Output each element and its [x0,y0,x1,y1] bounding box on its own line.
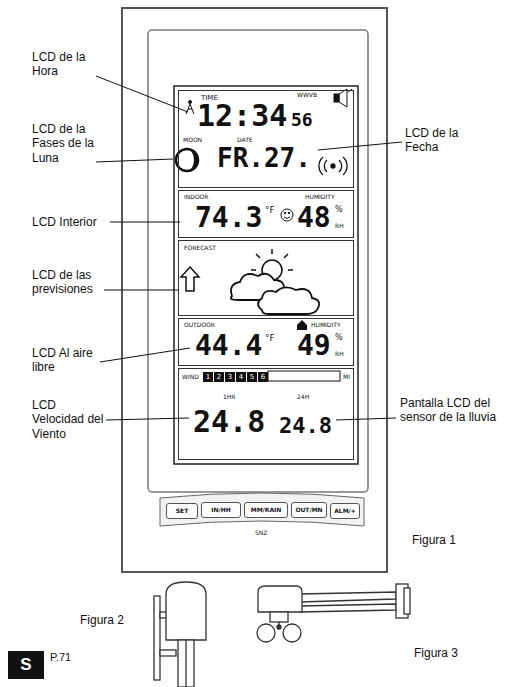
wind-level-cell: 6 [258,372,268,382]
unit-label: °F [265,334,275,343]
unit-label: RH [335,223,344,229]
figure-label: Figura 3 [414,646,458,660]
callout-label: LCD Al aire libre [32,346,102,375]
rain-digits: 24.8 [279,415,332,437]
callout-label: LCD Velocidad del Viento [32,398,108,441]
outdoor-section: OUTDOOR HUMIDITY 44.4°F 49% RH [178,318,354,366]
button-label: ALM/+ [334,508,356,514]
field-label: OUTDOOR [184,322,215,328]
field-label: FORECAST [184,245,216,251]
unit-label: MI [343,374,350,380]
temperature-digits: 74.3 [195,204,262,232]
field-label: DATE [237,137,253,143]
button-label: IN/HH [211,507,231,513]
humidity-digits: 48 [297,204,331,232]
comfort-icon [281,209,293,221]
button-strip [160,493,364,526]
page-number: P.71 [50,651,71,664]
indoor-section: INDOOR HUMIDITY 74.3°F 48% RH [178,190,354,238]
callout-label: LCD de la Fases de la Luna [32,122,96,165]
callout-label: LCD de la Fecha [405,126,477,155]
trend-arrow [181,267,199,291]
field-label: 24H [297,394,309,400]
button-label: SNZ [255,529,267,536]
callout-label: LCD Interior [32,215,122,229]
temperature-digits: 44.4 [195,332,262,360]
callout-label: LCD de las previsiones [32,268,110,297]
unit-label: % [335,206,343,214]
time-digits: 12:34 [197,101,287,131]
wind-level-cell: 5 [247,372,257,382]
wind-bar [268,371,340,381]
field-label: INDOOR [184,194,209,200]
wind-speed-digits: 24.8 [193,407,265,437]
button-label: SET [176,508,189,514]
wind-sensor [257,584,410,642]
field-label: 1HR [223,394,236,400]
date-digits: FR.27. [217,145,311,171]
button-label: OUT/MN [295,507,322,513]
speaker-icon [334,89,352,107]
unit-label: % [335,334,343,342]
button: ALM/+ [330,503,360,519]
button-label: MM/RAIN [251,507,282,513]
field-label: HUMIDITY [305,194,335,200]
unit-label: °F [265,206,275,215]
wind-level-cell: 3 [225,372,235,382]
seconds-digits: 56 [291,111,313,129]
lcd-screen [174,86,358,464]
field-label: MOON [183,137,202,143]
figure-label: Figura 1 [412,533,456,547]
time-date-section: TIMEWWVB12:3456MOONDATEFR.27. [178,90,354,188]
figure-label: Figura 2 [80,613,124,627]
forecast-section: FORECAST [178,240,354,316]
button: IN/HH [201,502,241,518]
wind-level-cell: 1 [203,372,213,382]
rain-gauge [154,582,206,687]
wind-rain-section: WIND 123456 MI 1HR 24H 24.8 24.8 [178,368,354,460]
callout-label: LCD de la Hora [32,50,96,79]
section-tab: S [8,651,44,679]
button: MM/RAIN [244,502,288,518]
callout-label: Pantalla LCD del sensor de la lluvia [400,396,500,425]
button: SET [166,503,198,519]
house-icon [297,320,307,330]
signal-icon [319,157,347,175]
wind-level-cell: 2 [214,372,224,382]
cloud-icon [258,287,319,314]
button: OUT/MN [291,502,327,518]
moon-icon [176,149,198,171]
field-label: WWVB [297,92,317,98]
unit-label: RH [335,351,344,357]
humidity-digits: 49 [297,332,331,360]
wind-level-cell: 4 [236,372,246,382]
field-label: HUMIDITY [311,322,341,328]
field-label: WIND [182,374,199,380]
bezel [148,30,368,492]
